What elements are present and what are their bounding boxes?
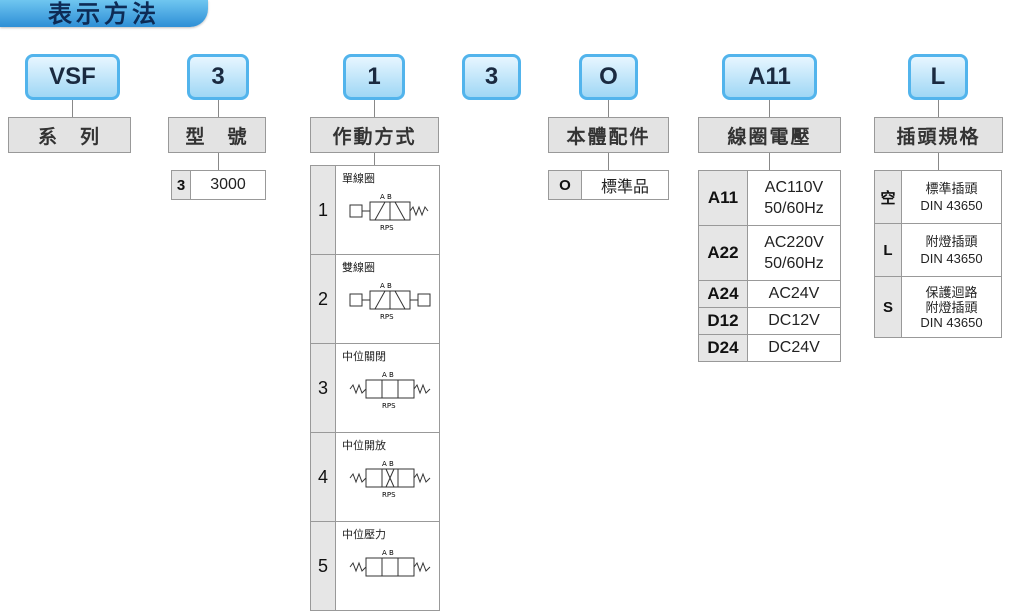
label-body: 本體配件 — [548, 117, 669, 153]
plug-table: 空 標準插頭 DIN 43650 L 附燈插頭 DIN 43650 S 保護迴路… — [874, 170, 1002, 338]
option-key: 4 — [310, 432, 336, 522]
voltage: AC110V — [764, 179, 824, 196]
frequency: 50/60Hz — [764, 255, 824, 272]
table-row: A11 AC110V 50/60Hz — [698, 170, 841, 226]
port-label-bottom: RPS — [382, 491, 396, 499]
label-model: 型 號 — [168, 117, 266, 153]
voltage: AC24V — [768, 285, 820, 302]
table-row: A24 AC24V — [698, 280, 841, 308]
port-label-top: A B — [380, 282, 392, 290]
connector-line — [72, 100, 73, 117]
table-row: 3 3000 — [171, 170, 266, 200]
connector-line — [608, 153, 609, 170]
table-row: S 保護迴路 附燈插頭 DIN 43650 — [874, 276, 1002, 338]
frequency: 50/60Hz — [764, 200, 824, 217]
actuation-title: 中位開放 — [342, 440, 386, 452]
option-key: A22 — [698, 225, 748, 281]
option-key: L — [874, 223, 902, 277]
code-body: O — [579, 54, 638, 100]
coil-table: A11 AC110V 50/60Hz A22 AC220V 50/60Hz A2… — [698, 170, 841, 362]
option-key: D24 — [698, 334, 748, 362]
actuation-title: 單線圈 — [342, 173, 375, 185]
port-label-top: A B — [382, 460, 394, 468]
plug-type: 標準插頭 — [925, 181, 978, 196]
option-key: 2 — [310, 254, 336, 344]
pressure-center-valve-symbol: A B — [349, 549, 431, 577]
plug-standard: DIN 43650 — [920, 198, 983, 213]
body-table: O 標準品 — [548, 170, 669, 200]
option-key: 空 — [874, 170, 902, 224]
plug-standard: DIN 43650 — [920, 251, 983, 266]
model-table: 3 3000 — [171, 170, 266, 200]
plug-type: 附燈插頭 — [925, 234, 978, 249]
connector-line — [769, 100, 770, 117]
section-header-tab: 表示方法 — [0, 0, 208, 28]
label-actuation: 作動方式 — [310, 117, 439, 153]
double-solenoid-valve-symbol: A B RPS — [349, 282, 431, 321]
port-label-top: A B — [382, 549, 394, 557]
option-key: A11 — [698, 170, 748, 226]
table-row: 3 中位關閉 A B RPS — [310, 343, 440, 433]
table-row: 空 標準插頭 DIN 43650 — [874, 170, 1002, 224]
option-key: 1 — [310, 165, 336, 255]
actuation-title: 中位關閉 — [342, 351, 386, 363]
single-solenoid-valve-symbol: A B RPS — [349, 193, 429, 232]
table-row: A22 AC220V 50/60Hz — [698, 225, 841, 281]
option-key: O — [548, 170, 582, 200]
open-center-valve-symbol: A B RPS — [349, 460, 431, 499]
option-key: 3 — [310, 343, 336, 433]
plug-standard: DIN 43650 — [920, 314, 983, 330]
voltage: DC12V — [768, 312, 820, 329]
table-row: 5 中位壓力 A B — [310, 521, 440, 611]
table-row: 1 單線圈 A B RPS — [310, 165, 440, 255]
closed-center-valve-symbol: A B RPS — [349, 371, 431, 410]
port-label-top: A B — [382, 371, 394, 379]
connector-line — [938, 153, 939, 170]
option-value: 標準品 — [581, 170, 669, 200]
code-actuation: 1 — [343, 54, 405, 100]
label-series: 系 列 — [8, 117, 131, 153]
voltage: AC220V — [764, 234, 824, 251]
option-value: 3000 — [190, 170, 266, 200]
table-row: D24 DC24V — [698, 334, 841, 362]
actuation-title: 雙線圈 — [342, 262, 375, 274]
connector-line — [769, 153, 770, 170]
option-key: 5 — [310, 521, 336, 611]
option-key: 3 — [171, 170, 191, 200]
option-key: A24 — [698, 280, 748, 308]
connector-line — [374, 100, 375, 117]
connector-line — [218, 153, 219, 170]
table-row: O 標準品 — [548, 170, 669, 200]
connector-line — [218, 100, 219, 117]
label-plug: 插頭規格 — [874, 117, 1003, 153]
option-key: S — [874, 276, 902, 338]
code-coil: A11 — [722, 54, 817, 100]
connector-line — [938, 100, 939, 117]
table-row: 2 雙線圈 A B RPS — [310, 254, 440, 344]
code-port: 3 — [462, 54, 521, 100]
port-label-bottom: RPS — [382, 402, 396, 410]
option-key: D12 — [698, 307, 748, 335]
code-series: VSF — [25, 54, 120, 100]
connector-line — [374, 153, 375, 165]
port-label-top: A B — [380, 193, 392, 201]
table-row: 4 中位開放 A B RPS — [310, 432, 440, 522]
section-title: 表示方法 — [48, 0, 160, 28]
label-coil: 線圈電壓 — [698, 117, 841, 153]
plug-protection: 保護迴路 — [925, 284, 978, 300]
code-plug: L — [908, 54, 968, 100]
table-row: L 附燈插頭 DIN 43650 — [874, 223, 1002, 277]
code-model: 3 — [187, 54, 249, 100]
actuation-title: 中位壓力 — [342, 529, 386, 541]
voltage: DC24V — [768, 339, 820, 356]
plug-type: 附燈插頭 — [925, 299, 978, 315]
connector-line — [608, 100, 609, 117]
actuation-table: 1 單線圈 A B RPS 2 雙線圈 A B — [310, 165, 440, 611]
table-row: D12 DC12V — [698, 307, 841, 335]
port-label-bottom: RPS — [380, 313, 394, 321]
port-label-bottom: RPS — [380, 224, 394, 232]
